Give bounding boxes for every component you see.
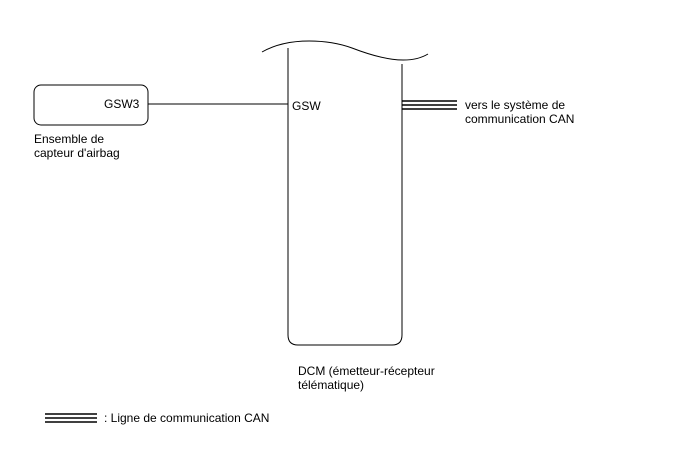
can-destination-line1: vers le système de bbox=[465, 98, 566, 112]
legend-can-label: : Ligne de communication CAN bbox=[104, 411, 270, 425]
dcm-name-line1: DCM (émetteur-récepteur bbox=[298, 364, 435, 378]
dcm-unit-body bbox=[287, 48, 403, 346]
dcm-connector-label: GSW bbox=[292, 99, 321, 113]
airbag-unit-name-line1: Ensemble de bbox=[34, 132, 105, 146]
dcm-break-line bbox=[261, 40, 429, 61]
legend-can-symbol bbox=[45, 413, 97, 423]
dcm-name-line2: télématique) bbox=[298, 378, 365, 392]
can-destination-line2: communication CAN bbox=[465, 112, 575, 126]
airbag-unit-name-line2: capteur d'airbag bbox=[34, 146, 120, 160]
airbag-connector-label: GSW3 bbox=[104, 97, 140, 111]
airbag-sensor-box bbox=[33, 84, 149, 126]
can-bus-lines bbox=[402, 100, 457, 110]
